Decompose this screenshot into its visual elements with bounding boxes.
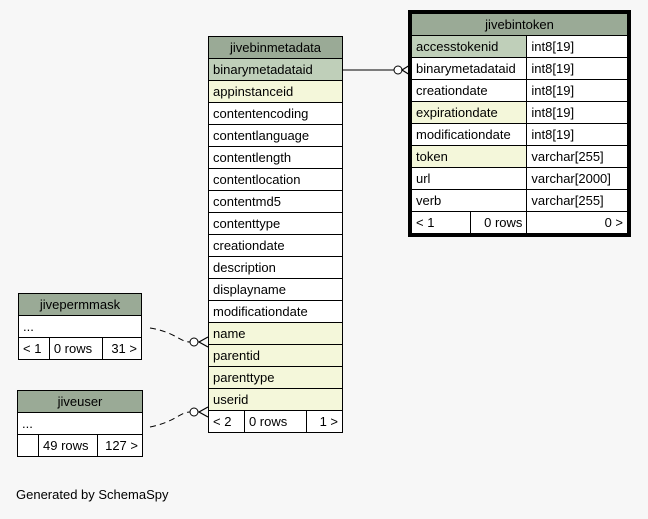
column-type: varchar[255] <box>526 145 630 168</box>
column-modificationdate: modificationdate <box>208 300 343 323</box>
table-jivepermmask[interactable]: jivepermmask ... < 1 0 rows 31 > <box>18 293 142 360</box>
column-token: token <box>409 145 528 168</box>
column-type: varchar[2000] <box>526 167 630 190</box>
table-title[interactable]: jivebintoken <box>409 11 630 36</box>
children-count[interactable]: 0 > <box>526 211 630 236</box>
column-type: int8[19] <box>526 57 630 80</box>
link-permmask-name <box>149 327 191 343</box>
parents-count[interactable]: < 1 <box>18 337 50 360</box>
column-displayname: displayname <box>208 278 343 301</box>
column-binarymetadataid: binarymetadataid <box>208 58 343 81</box>
table-jiveuser[interactable]: jiveuser ... 49 rows 127 > <box>17 390 144 457</box>
row-count: 0 rows <box>48 337 104 360</box>
column-expirationdate: expirationdate <box>409 101 528 124</box>
table-jivebinmetadata[interactable]: jivebinmetadata binarymetadataid appinst… <box>208 36 344 433</box>
column-contentlocation: contentlocation <box>208 168 343 191</box>
link-user-userid-circle <box>189 407 199 417</box>
link-user-userid <box>149 411 191 428</box>
column-parentid: parentid <box>208 344 343 367</box>
children-count[interactable]: 127 > <box>96 434 144 457</box>
column-contentmd5: contentmd5 <box>208 190 343 213</box>
column-type: int8[19] <box>526 123 630 146</box>
column-contentencoding: contentencoding <box>208 102 343 125</box>
column-contentlanguage: contentlanguage <box>208 124 343 147</box>
column-binarymetadataid: binarymetadataid <box>409 57 528 80</box>
link-permmask-name-circle <box>189 337 199 347</box>
row-count: 0 rows <box>243 410 307 433</box>
column-type: int8[19] <box>526 79 630 102</box>
column-creationdate: creationdate <box>208 234 343 257</box>
column-contentlength: contentlength <box>208 146 343 169</box>
column-userid: userid <box>208 388 343 411</box>
column-type: varchar[255] <box>526 189 630 212</box>
children-count[interactable]: 31 > <box>102 337 142 360</box>
column-url: url <box>409 167 528 190</box>
column-accesstokenid: accesstokenid <box>409 35 528 58</box>
table-body: ... <box>17 412 143 435</box>
link-user-userid-crow <box>197 406 209 418</box>
table-title[interactable]: jiveuser <box>17 390 143 413</box>
parents-count[interactable] <box>17 434 39 457</box>
parents-count[interactable]: < 1 <box>409 211 471 236</box>
table-title[interactable]: jivebinmetadata <box>208 36 343 59</box>
column-type: int8[19] <box>526 101 630 124</box>
children-count[interactable]: 1 > <box>305 410 344 433</box>
column-appinstanceid: appinstanceid <box>208 80 343 103</box>
column-contenttype: contenttype <box>208 212 343 235</box>
column-type: int8[19] <box>526 35 630 58</box>
table-body: ... <box>18 315 142 338</box>
column-description: description <box>208 256 343 279</box>
generated-by-label: Generated by SchemaSpy <box>16 487 169 502</box>
parents-count[interactable]: < 2 <box>208 410 245 433</box>
row-count: 49 rows <box>38 434 98 457</box>
column-name: name <box>208 322 343 345</box>
link-permmask-name-crow <box>197 336 209 348</box>
column-creationdate: creationdate <box>409 79 528 102</box>
table-title[interactable]: jivepermmask <box>18 293 142 316</box>
link-binmetadata-bintoken-circle <box>393 65 403 75</box>
column-verb: verb <box>409 189 528 212</box>
column-parenttype: parenttype <box>208 366 343 389</box>
row-count: 0 rows <box>469 211 528 236</box>
link-binmetadata-bintoken-crow <box>400 64 411 76</box>
column-modificationdate: modificationdate <box>409 123 528 146</box>
